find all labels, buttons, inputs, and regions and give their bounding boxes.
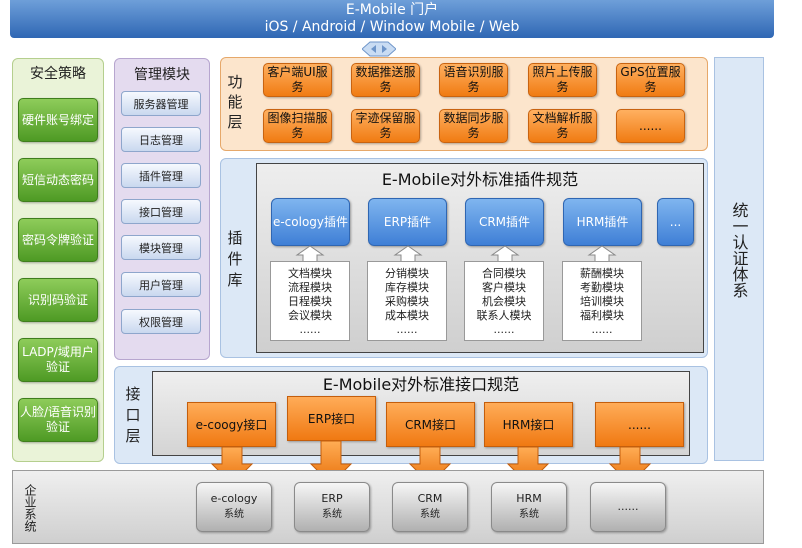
module-item: 客户模块 [482, 281, 526, 294]
plugin-item: ERP插件 [368, 198, 447, 246]
enterprise-system: ERP 系统 [294, 482, 370, 532]
unified-auth-label: 统一认证体系 [729, 202, 749, 298]
system-sub: 系统 [519, 509, 539, 520]
unified-auth-panel [714, 57, 764, 461]
security-item: 硬件账号绑定 [18, 98, 98, 142]
module-item: 薪酬模块 [580, 267, 624, 280]
module-item: 采购模块 [385, 295, 429, 308]
function-item: 客户端UI服务 [263, 63, 332, 97]
enterprise-system: e-cology 系统 [196, 482, 272, 532]
function-item: GPS位置服务 [616, 63, 685, 97]
interface-item: ERP接口 [287, 396, 376, 441]
enterprise-system: CRM 系统 [392, 482, 468, 532]
plugin-modules-list: 文档模块 流程模块 日程模块 会议模块 ...... [270, 261, 350, 341]
plugin-item: ... [657, 198, 694, 246]
module-item: 会议模块 [288, 309, 332, 322]
function-item: 字迹保留服务 [351, 109, 420, 143]
function-item: 照片上传服务 [528, 63, 597, 97]
security-item: 密码令牌验证 [18, 218, 98, 262]
security-item: LADP/域用户验证 [18, 338, 98, 382]
module-item: 流程模块 [288, 281, 332, 294]
interface-spec-title: E-Mobile对外标准接口规范 [322, 375, 520, 394]
system-name: e-cology [210, 492, 258, 505]
plugin-modules-list: 分销模块 库存模块 采购模块 成本模块 ...... [367, 261, 447, 341]
management-item: 权限管理 [121, 309, 201, 334]
plugin-modules-list: 薪酬模块 考勤模块 培训模块 福利模块 ...... [562, 261, 642, 341]
plugin-spec-title: E-Mobile对外标准插件规范 [381, 170, 579, 189]
management-item: 接口管理 [121, 199, 201, 224]
system-sub: 系统 [420, 509, 440, 520]
management-item: 服务器管理 [121, 91, 201, 116]
plugin-modules-list: 合同模块 客户模块 机会模块 联系人模块 ...... [464, 261, 544, 341]
plugin-item: HRM插件 [563, 198, 642, 246]
system-name: HRM [516, 492, 542, 505]
interface-item: e-coogy接口 [187, 402, 276, 447]
module-item: 福利模块 [580, 309, 624, 322]
function-item: 数据推送服务 [351, 63, 420, 97]
management-item: 插件管理 [121, 163, 201, 188]
plugin-item: CRM插件 [465, 198, 544, 246]
module-item: ...... [299, 323, 321, 336]
system-sub: 系统 [322, 509, 342, 520]
portal-title: E-Mobile 门户 [345, 2, 439, 18]
security-item: 人脸/语音识别验证 [18, 398, 98, 442]
module-item: 成本模块 [385, 309, 429, 322]
security-title: 安全策略 [30, 66, 86, 82]
module-item: 日程模块 [288, 295, 332, 308]
module-item: ...... [396, 323, 418, 336]
management-item: 用户管理 [121, 272, 201, 297]
module-item: 文档模块 [288, 267, 332, 280]
module-item: 分销模块 [385, 267, 429, 280]
connector-diamond-icon [362, 41, 396, 57]
portal-platforms: iOS / Android / Window Mobile / Web [264, 19, 520, 35]
function-item: 文档解析服务 [528, 109, 597, 143]
module-item: 考勤模块 [580, 281, 624, 294]
plugin-layer-label: 插件库 [227, 228, 243, 289]
management-item: 日志管理 [121, 127, 201, 152]
interface-item: CRM接口 [386, 402, 475, 447]
function-item: ...... [616, 109, 685, 143]
plugin-item: e-cology插件 [271, 198, 350, 246]
module-item: ...... [591, 323, 613, 336]
security-item: 识别码验证 [18, 278, 98, 322]
enterprise-label: 企业系统 [23, 484, 37, 532]
system-sub: 系统 [224, 509, 244, 520]
module-item: 培训模块 [580, 295, 624, 308]
system-name: ...... [617, 500, 639, 513]
interface-layer-label: 接口层 [125, 384, 141, 445]
module-item: 联系人模块 [476, 309, 532, 322]
module-item: 合同模块 [482, 267, 526, 280]
management-title: 管理模块 [134, 67, 190, 83]
system-name: CRM [417, 492, 443, 505]
module-item: 库存模块 [385, 281, 429, 294]
function-item: 数据同步服务 [439, 109, 508, 143]
function-layer-label: 功能层 [227, 73, 243, 131]
interface-item: ...... [595, 402, 684, 447]
function-item: 图像扫描服务 [263, 109, 332, 143]
module-item: ...... [493, 323, 515, 336]
enterprise-system: ...... [590, 482, 666, 532]
enterprise-system: HRM 系统 [491, 482, 567, 532]
portal-header: E-Mobile 门户 iOS / Android / Window Mobil… [10, 0, 774, 38]
interface-item: HRM接口 [484, 402, 573, 447]
module-item: 机会模块 [482, 295, 526, 308]
function-item: 语音识别服务 [439, 63, 508, 97]
security-item: 短信动态密码 [18, 158, 98, 202]
management-item: 模块管理 [121, 235, 201, 260]
system-name: ERP [321, 492, 343, 505]
